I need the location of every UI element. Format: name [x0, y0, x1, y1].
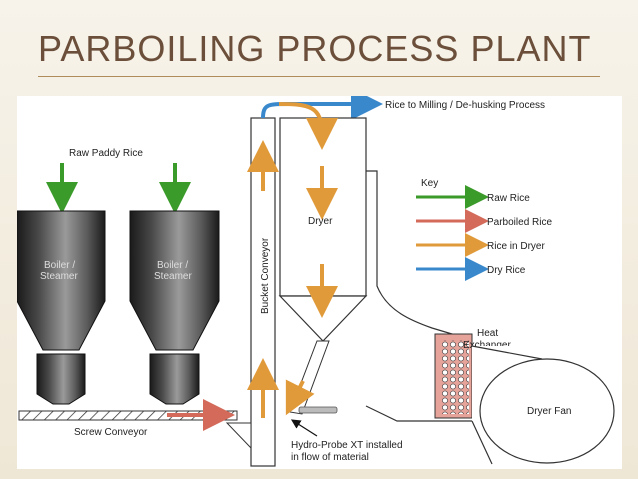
screw-conveyor [18, 410, 238, 421]
process-diagram: Raw Paddy Rice Boiler / Steamer Boiler /… [16, 88, 622, 469]
hydro-probe-sensor [298, 406, 338, 414]
probe-label-line2: in flow of material [291, 452, 369, 463]
dryer-down-arrow-3 [285, 379, 315, 416]
raw-paddy-label: Raw Paddy Rice [69, 148, 143, 159]
boiler-2-label-line1: Boiler / [157, 260, 188, 271]
heat-exchanger [434, 333, 473, 419]
page-title: PARBOILING PROCESS PLANT [38, 28, 592, 69]
probe-label-line1: Hydro-Probe XT installed [291, 440, 403, 451]
dryer-label: Dryer [308, 216, 333, 227]
air-duct [365, 170, 473, 422]
dryer-fan-label: Dryer Fan [527, 406, 571, 417]
key-label-3: Dry Rice [487, 265, 526, 276]
boiler-1-label-line2: Steamer [40, 271, 78, 282]
heat-exchanger-label-line1: Heat [477, 328, 498, 339]
boiler-2-label-line2: Steamer [154, 271, 192, 282]
probe-pointer-arrow [290, 419, 318, 437]
key-label-1: Parboiled Rice [487, 217, 552, 228]
boiler-steamer-2 [129, 210, 220, 405]
heat-exchanger-label-line2: Exchanger [463, 340, 511, 351]
key-title: Key [421, 178, 438, 189]
milling-label: Rice to Milling / De-husking Process [385, 100, 545, 111]
bucket-conveyor-label: Bucket Conveyor [260, 237, 271, 314]
title-divider [38, 76, 600, 77]
screw-conveyor-label: Screw Conveyor [74, 427, 148, 438]
key-label-2: Rice in Dryer [487, 241, 545, 252]
dryer-inflow-arrow [278, 102, 338, 150]
boiler-steamer-1 [16, 210, 106, 405]
boiler-1-label-line1: Boiler / [44, 260, 75, 271]
dryer-fan [471, 345, 615, 465]
key-label-0: Raw Rice [487, 193, 530, 204]
